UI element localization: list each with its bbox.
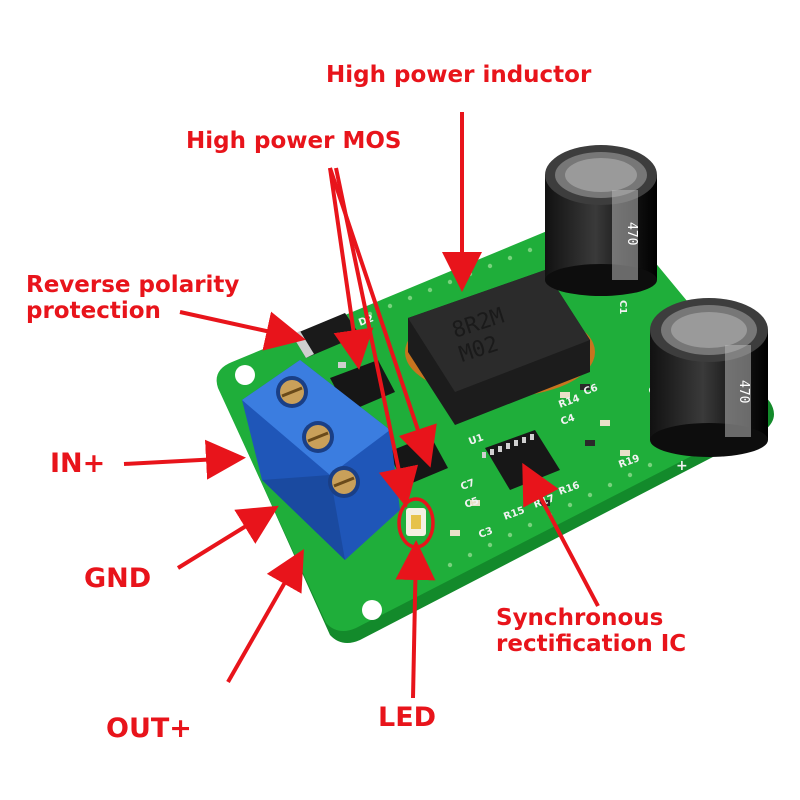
silk-u1: U1 (467, 432, 485, 448)
silk-plus: + (676, 458, 688, 474)
arrow-reverse-polarity (179, 310, 306, 351)
arrow-gnd (176, 505, 279, 570)
annotation-arrows (123, 112, 600, 699)
silk-c1: C1 (617, 300, 628, 314)
arrow-led (395, 540, 436, 699)
cap1-value: 470 (624, 222, 639, 245)
silk-c4: C4 (559, 413, 576, 428)
arrow-mos-3 (334, 167, 419, 508)
capacitor-2: 470 (650, 298, 768, 457)
capacitor-1: 470 (545, 145, 657, 296)
silk-c5: C5 (463, 496, 480, 511)
inductor: 8R2M M02 (405, 270, 595, 425)
label-led: LED (378, 702, 437, 733)
arrow-out-plus (226, 549, 304, 683)
silk-c3: C3 (477, 526, 494, 541)
label-out-plus: OUT+ (106, 713, 192, 744)
label-reverse-polarity-protection: Reverse polarity protection (26, 272, 240, 325)
silk-c7: C7 (459, 478, 476, 493)
label-gnd: GND (84, 563, 152, 594)
cap2-value: 470 (736, 380, 751, 403)
silk-c6: C6 (582, 383, 599, 398)
status-led (406, 508, 426, 536)
screw-terminal (242, 360, 400, 560)
arrow-sync-ic (522, 462, 600, 607)
label-high-power-mos: High power MOS (186, 128, 402, 154)
label-synchronous-rectification-ic: Synchronous rectification IC (496, 605, 687, 658)
arrow-in-plus (123, 439, 246, 480)
label-in-plus: IN+ (50, 448, 106, 479)
arrow-mos-1 (328, 167, 374, 370)
label-high-power-inductor: High power inductor (326, 62, 592, 88)
